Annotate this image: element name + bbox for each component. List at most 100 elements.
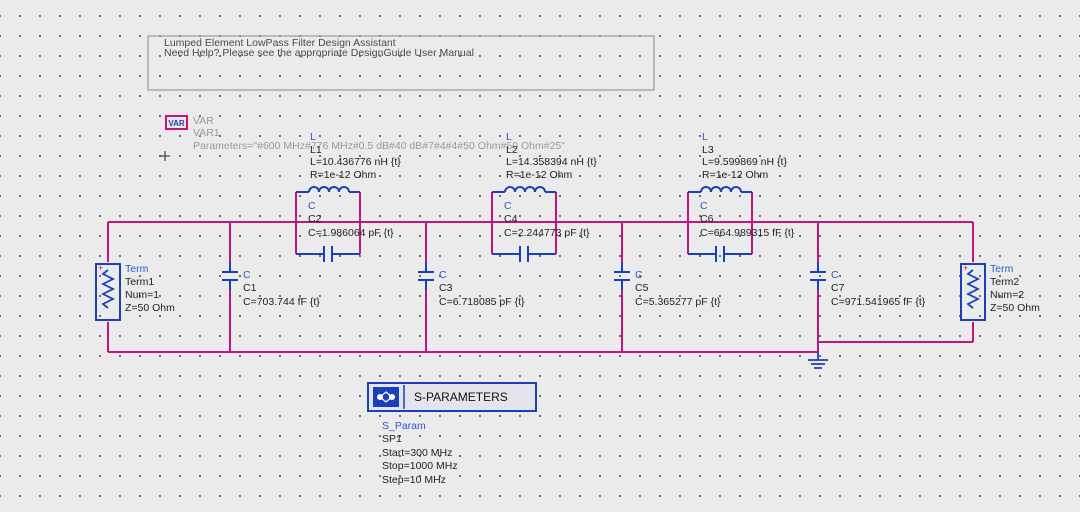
wires xyxy=(107,192,974,353)
term2-name: Term2 xyxy=(990,276,1019,288)
c3-type: C xyxy=(439,269,447,281)
c2-name: C2 xyxy=(308,213,322,225)
capacitor-icon xyxy=(810,262,826,290)
l3-type: L xyxy=(702,131,708,143)
sparam-step: Step=10 MHz xyxy=(382,474,446,486)
l3-resistance: R=1e-12 Ohm xyxy=(702,169,768,181)
term2-type: Term xyxy=(990,263,1014,275)
label-c6: C C6 C=664.989315 fF {t} xyxy=(700,200,795,239)
capacitor-icon xyxy=(614,262,630,290)
label-c2: C C2 C=1.986064 pF {t} xyxy=(308,200,394,239)
design-guide-note[interactable]: Lumped Element LowPass Filter Design Ass… xyxy=(147,35,655,91)
note-frame xyxy=(147,35,655,91)
plus-icon: + xyxy=(963,263,968,273)
var-icon xyxy=(165,115,188,130)
note-title: Lumped Element LowPass Filter Design Ass… xyxy=(164,37,396,49)
c3-value: C=6.718085 pF {t} xyxy=(439,296,525,308)
l1-type: L xyxy=(310,131,316,143)
label-term1: Term Term1 Num=1 Z=50 Ohm xyxy=(125,263,175,314)
var-block[interactable]: VAR VAR VAR1 Parameters="#600 MHz#776 MH… xyxy=(165,115,565,152)
capacitor-icon xyxy=(418,262,434,290)
term2-impedance: Z=50 Ohm xyxy=(990,302,1040,314)
c5-name: C5 xyxy=(635,282,649,294)
label-l1: L L1 L=10.436776 nH {t} R=1e-12 Ohm xyxy=(310,131,401,181)
ground-icon[interactable] xyxy=(808,352,828,369)
label-c4: C C4 C=2.244773 pF {t} xyxy=(504,200,590,239)
var-params: Parameters="#600 MHz#776 MHz#0.5 dB#40 d… xyxy=(193,140,565,152)
term1-impedance: Z=50 Ohm xyxy=(125,302,175,314)
l1-name: L1 xyxy=(310,144,322,156)
label-c3: C C3 C=6.718085 pF {t} xyxy=(439,269,525,308)
capacitor-icon xyxy=(492,246,556,262)
c6-type: C xyxy=(700,200,708,212)
l3-value: L=9.599869 nH {t} xyxy=(702,156,787,168)
c2-type: C xyxy=(308,200,316,212)
var-name: VAR1 xyxy=(193,127,220,139)
c1-type: C xyxy=(243,269,251,281)
tank1-wires xyxy=(295,192,361,254)
capacitor-icon xyxy=(688,246,752,262)
inductor-l3[interactable] xyxy=(688,186,752,193)
c5-value: C=5.365277 pF {t} xyxy=(635,296,721,308)
term1[interactable]: + xyxy=(95,263,121,321)
label-c5: C C5 C=5.365277 pF {t} xyxy=(635,269,721,308)
sparam-name: SP1 xyxy=(382,433,402,445)
label-term2: Term Term2 Num=2 Z=50 Ohm xyxy=(990,263,1040,314)
plus-icon: + xyxy=(98,263,103,273)
l3-name: L3 xyxy=(702,144,714,156)
inductor-l2[interactable] xyxy=(492,186,556,193)
l2-name: L2 xyxy=(506,144,518,156)
inductor-l1[interactable] xyxy=(296,186,360,193)
capacitor-icon xyxy=(296,246,360,262)
term-box xyxy=(95,263,121,321)
resistor-icon xyxy=(100,269,116,309)
c4-type: C xyxy=(504,200,512,212)
capacitor-c1[interactable] xyxy=(222,262,238,290)
crosshair-cursor-icon xyxy=(160,151,170,161)
l2-type: L xyxy=(506,131,512,143)
c7-name: C7 xyxy=(831,282,845,294)
c1-name: C1 xyxy=(243,282,257,294)
sparam-start: Start=300 MHz xyxy=(382,447,452,459)
capacitor-c6[interactable] xyxy=(688,246,752,262)
c4-name: C4 xyxy=(504,213,518,225)
term2[interactable]: + xyxy=(960,263,986,321)
c1-value: C=703.744 fF {t} xyxy=(243,296,320,308)
capacitor-c3[interactable] xyxy=(418,262,434,290)
tank3-wires xyxy=(687,192,753,254)
l1-resistance: R=1e-12 Ohm xyxy=(310,169,376,181)
var-type: VAR xyxy=(193,115,214,127)
var-icon-label: VAR xyxy=(168,119,185,128)
tank2-wires xyxy=(491,192,557,254)
inductor-icon xyxy=(308,186,350,193)
term2-num: Num=2 xyxy=(990,289,1024,301)
l2-resistance: R=1e-12 Ohm xyxy=(506,169,572,181)
network-icon xyxy=(373,387,399,407)
label-l3: L L3 L=9.599869 nH {t} R=1e-12 Ohm xyxy=(702,131,787,181)
capacitor-c7[interactable] xyxy=(810,262,826,290)
s-parameters-controller[interactable]: S-PARAMETERS xyxy=(367,382,537,412)
sparam-type: S_Param xyxy=(382,420,426,432)
c2-value: C=1.986064 pF {t} xyxy=(308,227,394,239)
term1-type: Term xyxy=(125,263,149,275)
label-sparam: S_Param SP1 Start=300 MHz Stop=1000 MHz … xyxy=(382,420,458,486)
label-l2: L L2 L=14.358394 nH {t} R=1e-12 Ohm xyxy=(506,131,597,181)
c7-value: C=971.541965 fF {t} xyxy=(831,296,926,308)
term1-num: Num=1 xyxy=(125,289,159,301)
label-c1: C C1 C=703.744 fF {t} xyxy=(243,269,320,308)
capacitor-c5[interactable] xyxy=(614,262,630,290)
l2-value: L=14.358394 nH {t} xyxy=(506,156,597,168)
c3-name: C3 xyxy=(439,282,453,294)
capacitor-icon xyxy=(222,262,238,290)
inductor-icon xyxy=(700,186,742,193)
note-help: Need Help? Please see the appropriate De… xyxy=(164,47,474,59)
l1-value: L=10.436776 nH {t} xyxy=(310,156,401,168)
capacitor-c4[interactable] xyxy=(492,246,556,262)
label-c7: C C7 C=971.541965 fF {t} xyxy=(831,269,926,308)
c6-name: C6 xyxy=(700,213,714,225)
c5-type: C xyxy=(635,269,643,281)
term-box xyxy=(960,263,986,321)
capacitor-c2[interactable] xyxy=(296,246,360,262)
c4-value: C=2.244773 pF {t} xyxy=(504,227,590,239)
